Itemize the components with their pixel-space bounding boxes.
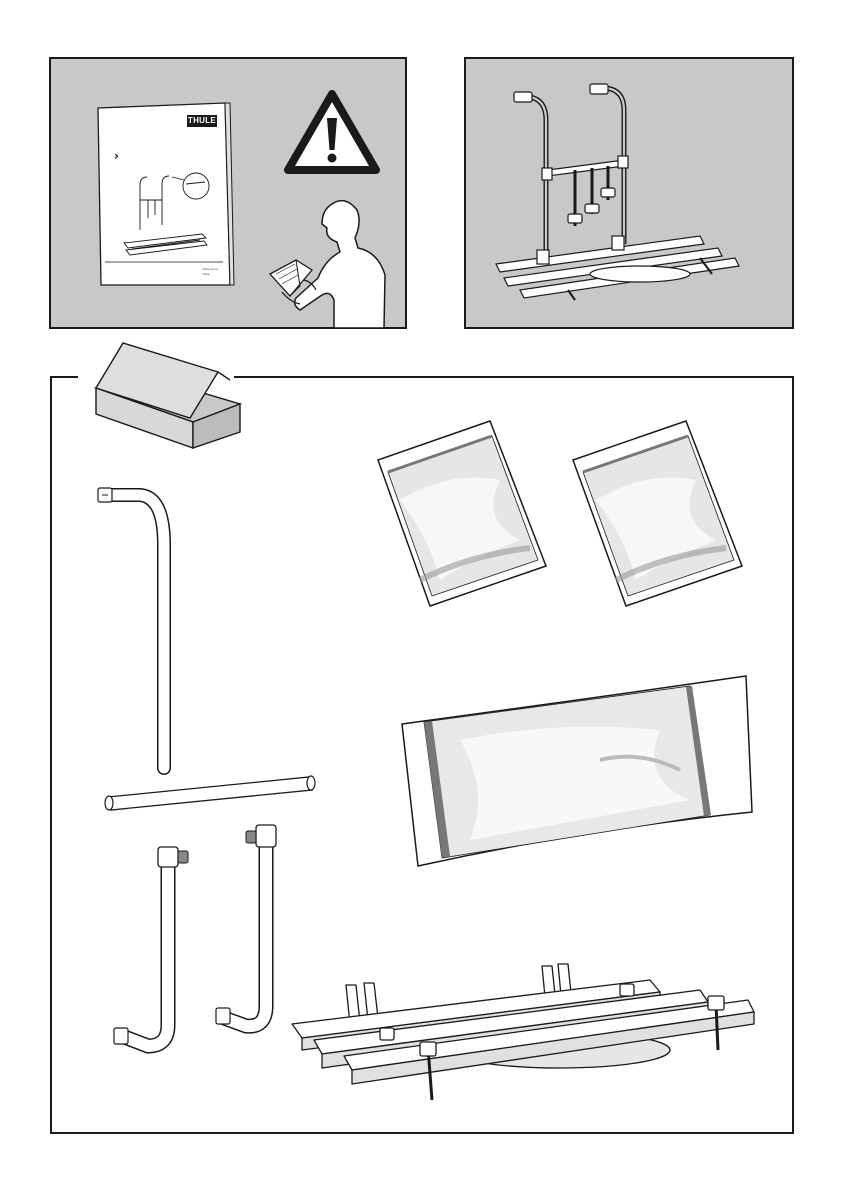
- base-rails-assembly: [0, 0, 842, 1191]
